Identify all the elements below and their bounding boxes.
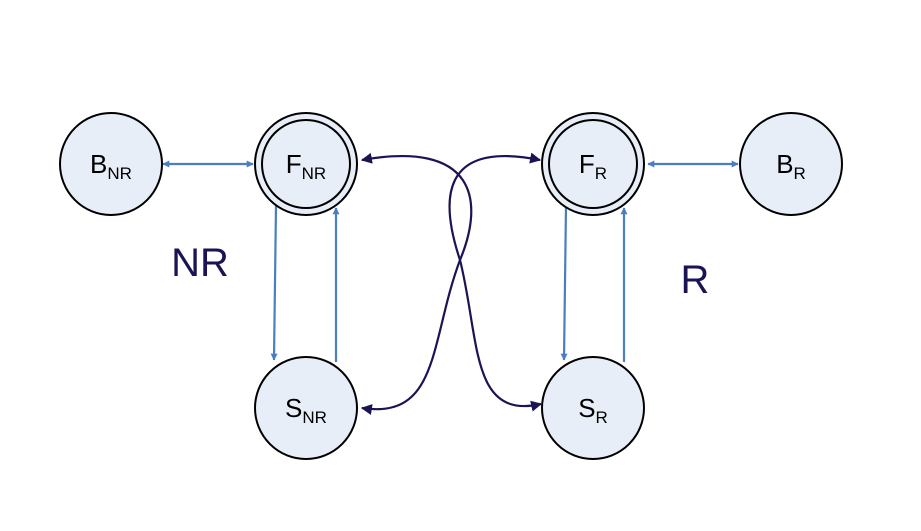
edge-fr-sr-crossing [448,152,543,412]
node-s-r-main: S [578,393,595,423]
svg-text:FNR: FNR [286,149,326,183]
node-b-r-main: B [776,149,793,179]
node-s-nr-sub: NR [302,408,327,427]
node-f-nr[interactable]: FNR [254,112,358,216]
node-s-nr[interactable]: SNR [254,356,358,460]
region-label-r: R [681,258,710,302]
node-b-nr-sub: NR [107,164,132,183]
node-f-r-sub: R [595,164,607,183]
node-s-nr-main: S [285,393,302,423]
svg-text:FR: FR [579,149,607,183]
node-f-r-main: F [579,149,595,179]
node-b-r-sub: R [794,164,806,183]
svg-text:SR: SR [578,393,608,427]
node-s-r-sub: R [596,408,608,427]
node-f-nr-main: F [286,149,302,179]
svg-text:BR: BR [776,149,806,183]
edge-fr-to-sr [560,204,568,361]
node-b-r[interactable]: BR [739,112,843,216]
svg-text:BNR: BNR [90,149,132,183]
node-b-nr-main: B [90,149,107,179]
node-b-nr[interactable]: BNR [59,112,163,216]
node-f-nr-sub: NR [302,164,327,183]
svg-text:SNR: SNR [285,393,327,427]
edge-fnr-snr-crossing [360,152,473,415]
node-s-r[interactable]: SR [541,356,645,460]
region-label-nr: NR [171,241,229,285]
edge-fnr-to-snr [270,204,278,361]
node-f-r[interactable]: FR [541,112,645,216]
